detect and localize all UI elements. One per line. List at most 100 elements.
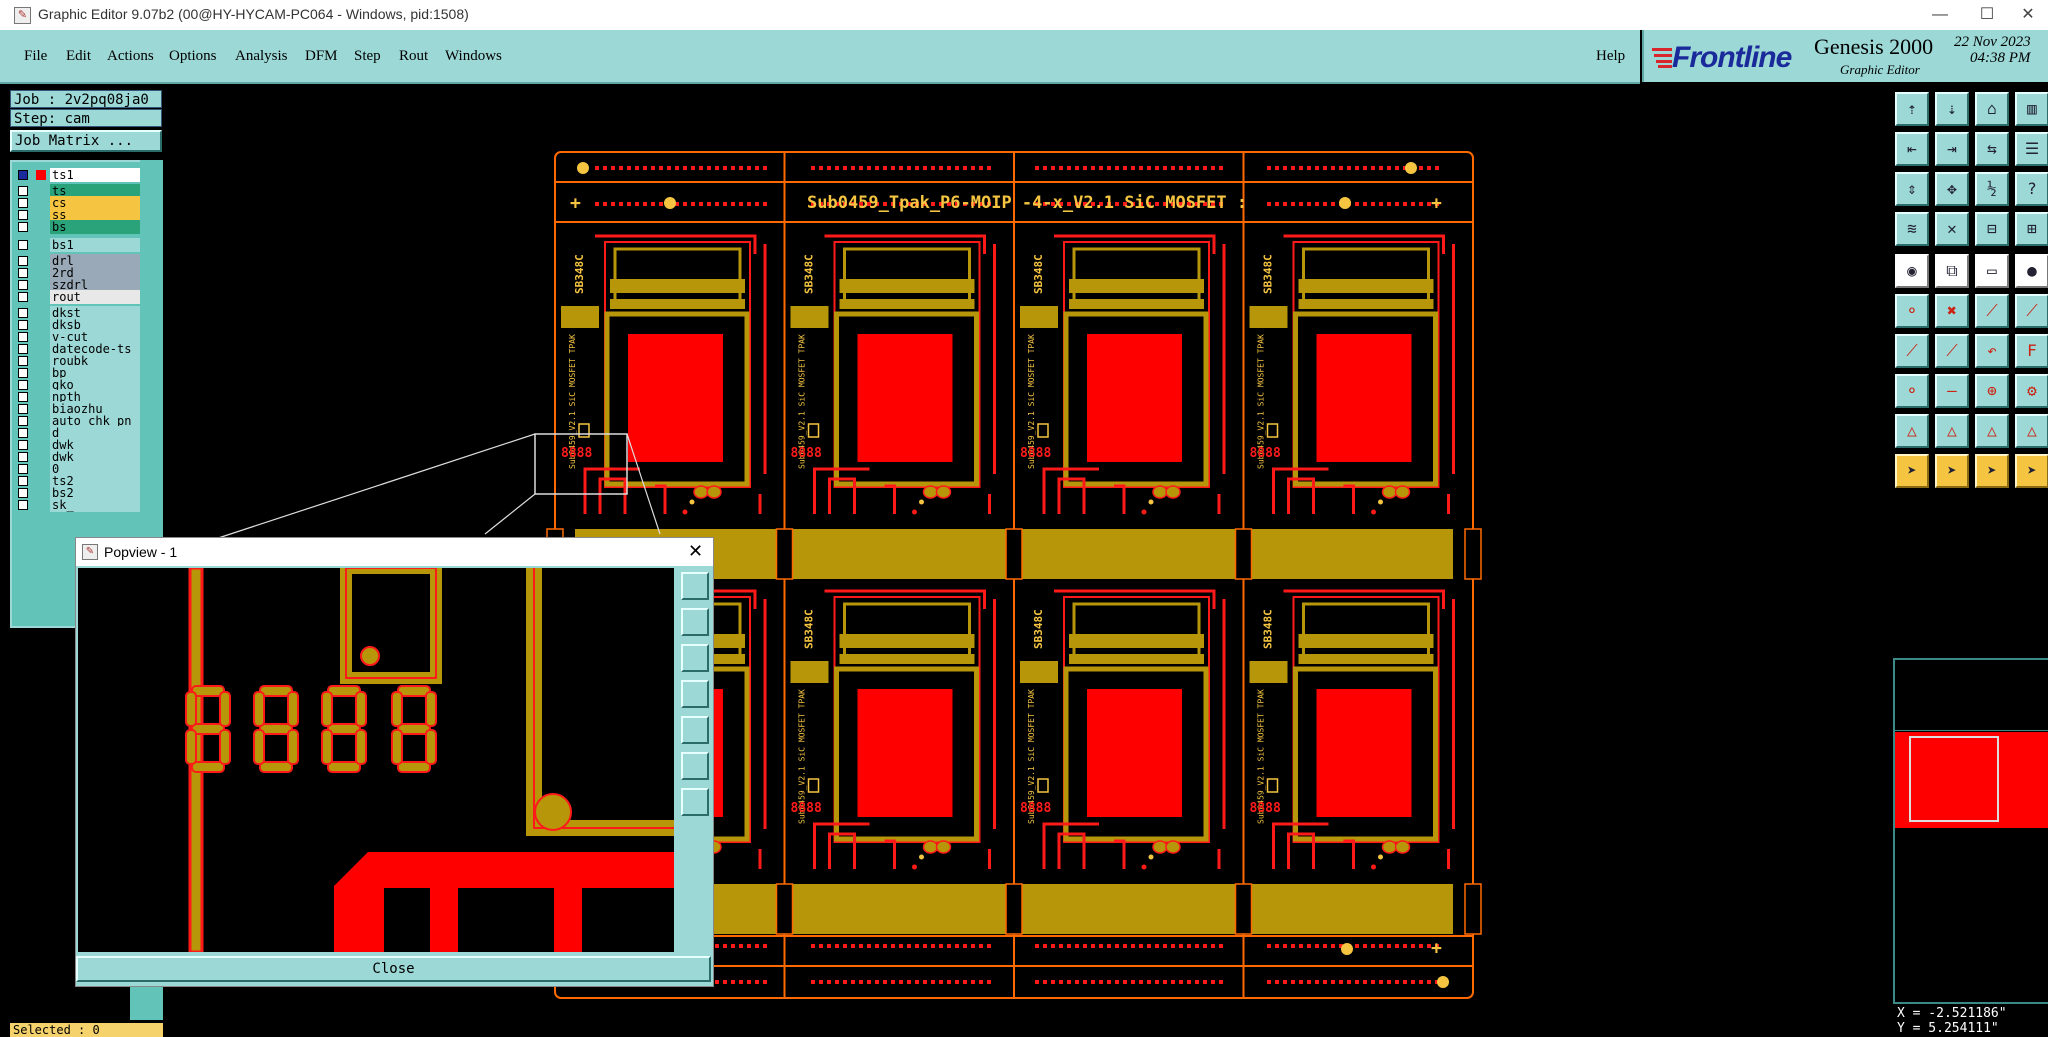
layer-name[interactable]: datecode-ts	[50, 342, 144, 356]
tool-button[interactable]: —	[1935, 374, 1969, 408]
layer-name[interactable]: 0	[50, 462, 144, 476]
menu-help[interactable]: Help	[1596, 48, 1626, 64]
layer-checkbox[interactable]	[18, 488, 28, 498]
popview-tool-button[interactable]	[681, 608, 709, 636]
layer-name[interactable]: bs2	[50, 486, 144, 500]
layer-row-ts1[interactable]: ts1	[14, 168, 144, 182]
menu-rout[interactable]: Rout	[399, 48, 429, 64]
popview-tool-button[interactable]	[681, 752, 709, 780]
layer-checkbox[interactable]	[18, 240, 28, 250]
layer-checkbox[interactable]	[18, 416, 28, 426]
tool-button[interactable]: ➤	[1935, 454, 1969, 488]
layer-row-npth[interactable]: npth	[14, 390, 144, 404]
layer-name[interactable]: cs	[50, 196, 144, 210]
tool-button[interactable]: ✖	[1935, 294, 1969, 328]
layer-checkbox[interactable]	[18, 476, 28, 486]
layer-checkbox[interactable]	[18, 308, 28, 318]
layer-checkbox[interactable]	[18, 222, 28, 232]
layer-row-dksb[interactable]: dksb	[14, 318, 144, 332]
popview-close-icon[interactable]: ✕	[688, 541, 704, 561]
menu-actions[interactable]: Actions	[107, 48, 154, 64]
layer-checkbox[interactable]	[18, 500, 28, 510]
layer-name[interactable]: sk_	[50, 498, 144, 512]
tool-button[interactable]: ➤	[2015, 454, 2048, 488]
tool-button[interactable]: ⇣	[1935, 92, 1969, 126]
layer-checkbox[interactable]	[18, 268, 28, 278]
popview-tool-button[interactable]	[681, 716, 709, 744]
tool-button[interactable]: ⚬	[1895, 294, 1929, 328]
tool-button[interactable]: ⇥	[1935, 132, 1969, 166]
layer-checkbox[interactable]	[18, 170, 28, 180]
tool-button[interactable]: ⟋	[2015, 294, 2048, 328]
tool-button[interactable]: ☰	[2015, 132, 2048, 166]
tool-button[interactable]: △	[2015, 414, 2048, 448]
overview-view-box[interactable]	[1909, 736, 1999, 822]
layer-row-drl[interactable]: drl	[14, 254, 144, 268]
tool-button[interactable]: ≋	[1895, 212, 1929, 246]
tool-button[interactable]: ⇆	[1975, 132, 2009, 166]
tool-button[interactable]: ⇤	[1895, 132, 1929, 166]
layer-row-biaozhu[interactable]: biaozhu	[14, 402, 144, 416]
tool-button[interactable]: ⇡	[1895, 92, 1929, 126]
layer-name[interactable]: dwk	[50, 450, 144, 464]
popview-tool-button[interactable]	[681, 644, 709, 672]
tool-button[interactable]: △	[1895, 414, 1929, 448]
layer-name[interactable]: bp	[50, 366, 144, 380]
layer-row-rout[interactable]: rout	[14, 290, 144, 304]
layer-row-auto_chk_pn[interactable]: auto_chk_pn	[14, 414, 144, 428]
tool-button[interactable]: ⊕	[1975, 374, 2009, 408]
layer-name[interactable]: ts1	[50, 168, 144, 182]
menu-windows[interactable]: Windows	[445, 48, 502, 64]
tool-button[interactable]: ⟋	[1895, 334, 1929, 368]
menu-options[interactable]: Options	[169, 48, 217, 64]
tool-button[interactable]: ✥	[1935, 172, 1969, 206]
tool-button[interactable]: ➤	[1895, 454, 1929, 488]
tool-button[interactable]: ◉	[1895, 254, 1929, 288]
layer-checkbox[interactable]	[18, 256, 28, 266]
layer-row-2rd[interactable]: 2rd	[14, 266, 144, 280]
tool-button[interactable]: ▭	[1975, 254, 2009, 288]
tool-button[interactable]: ↶	[1975, 334, 2009, 368]
layer-checkbox[interactable]	[18, 320, 28, 330]
layer-checkbox[interactable]	[18, 404, 28, 414]
layer-row-dwk[interactable]: dwk	[14, 438, 144, 452]
layer-row-datecode-ts[interactable]: datecode-ts	[14, 342, 144, 356]
tool-button[interactable]: ⟋	[1935, 334, 1969, 368]
layer-row-dkst[interactable]: dkst	[14, 306, 144, 320]
popview-tool-button[interactable]	[681, 788, 709, 816]
layer-name[interactable]: dwk	[50, 438, 144, 452]
close-window-button[interactable]: ✕	[2021, 6, 2035, 23]
layer-checkbox[interactable]	[18, 198, 28, 208]
layer-checkbox[interactable]	[18, 464, 28, 474]
layer-name[interactable]: v-cut	[50, 330, 144, 344]
layer-row-0[interactable]: 0	[14, 462, 144, 476]
layer-name[interactable]: ss	[50, 208, 144, 222]
layer-row-cs[interactable]: cs	[14, 196, 144, 210]
layer-row-bp[interactable]: bp	[14, 366, 144, 380]
tool-button[interactable]: ½	[1975, 172, 2009, 206]
layer-name[interactable]: biaozhu	[50, 402, 144, 416]
layer-checkbox[interactable]	[18, 428, 28, 438]
layer-name[interactable]: bs1	[50, 238, 144, 252]
tool-button[interactable]: △	[1935, 414, 1969, 448]
tool-button[interactable]: F	[2015, 334, 2048, 368]
layer-name[interactable]: 2rd	[50, 266, 144, 280]
tool-button[interactable]: ⧉	[1935, 254, 1969, 288]
overview-panel[interactable]	[1893, 658, 2048, 1004]
menu-edit[interactable]: Edit	[66, 48, 91, 64]
tool-button[interactable]: ⊞	[2015, 212, 2048, 246]
layer-name[interactable]: roubk	[50, 354, 144, 368]
layer-name[interactable]: dkst	[50, 306, 144, 320]
layer-name[interactable]: npth	[50, 390, 144, 404]
tool-button[interactable]: ●	[2015, 254, 2048, 288]
layer-name[interactable]: drl	[50, 254, 144, 268]
job-matrix-button[interactable]: Job Matrix ...	[10, 130, 162, 152]
tool-button[interactable]: ✕	[1935, 212, 1969, 246]
layer-name[interactable]: rout	[50, 290, 144, 304]
layer-checkbox[interactable]	[18, 356, 28, 366]
popview-tool-button[interactable]	[681, 680, 709, 708]
layer-checkbox[interactable]	[18, 210, 28, 220]
layer-scrollbar[interactable]	[140, 160, 163, 628]
layer-checkbox[interactable]	[18, 452, 28, 462]
